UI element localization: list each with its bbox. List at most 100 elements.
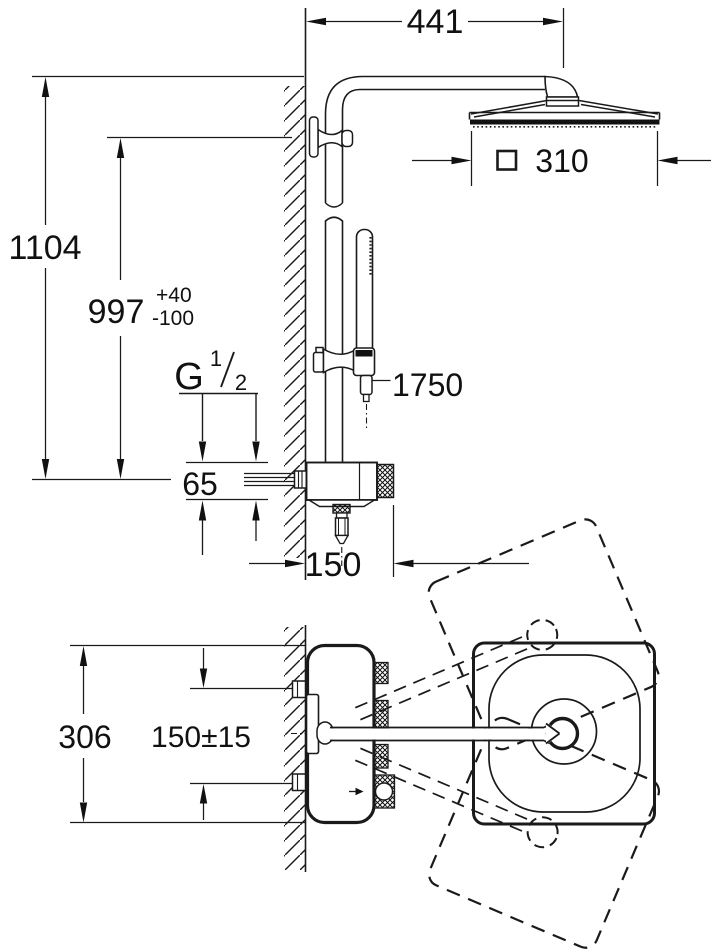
flow-marker-arrow — [355, 787, 364, 796]
dim-65-tails — [201, 520, 257, 555]
head-collar — [545, 96, 580, 107]
dim-310-arrow-left — [451, 156, 472, 165]
valve-body — [305, 461, 378, 501]
holder-cup-band — [355, 350, 373, 357]
wall-hatching-plan — [284, 627, 306, 870]
arm-swivel-down — [354, 747, 530, 833]
wall-section-side — [284, 8, 307, 580]
bracket-knob — [341, 129, 354, 148]
wall-section-plan — [284, 625, 307, 872]
inlet-union-top — [291, 680, 307, 699]
bracket-wall-flange — [308, 116, 319, 158]
dim-441 — [306, 8, 565, 68]
dim-997-arrow-top — [116, 138, 125, 158]
hose-nipple — [359, 374, 373, 396]
dim-1104 — [32, 75, 304, 481]
hose-connector-taper — [334, 534, 350, 545]
side-view — [32, 8, 711, 580]
inlet-union-bottom — [291, 773, 307, 792]
dim-310-ext-lines — [470, 131, 659, 186]
dim-150-15-lines — [190, 687, 292, 785]
thread-letter-label: G — [174, 356, 204, 398]
swivel-position-down — [354, 716, 661, 949]
thread-label-g-half — [179, 351, 260, 462]
dim-65 — [186, 461, 268, 555]
thread-arrow-right — [252, 441, 260, 462]
dim-150-label: 150 — [305, 546, 362, 584]
dim-150-15-arrow-top — [199, 668, 208, 688]
hose-connector-nut — [332, 503, 351, 514]
ball-joint-swivel-up — [526, 618, 559, 651]
thread-arrow-left — [198, 441, 207, 462]
dim-306 — [70, 644, 306, 824]
arm-lines-plan — [330, 723, 550, 745]
hose-connector-sleeve — [334, 517, 349, 537]
dim-441-arrow-right — [543, 17, 563, 26]
fork-jaws — [545, 722, 561, 745]
dim-150-15-label: 150±15 — [151, 721, 251, 754]
dim-997-arrow-bottom — [116, 459, 125, 479]
ball-joint-swivel-down — [526, 816, 559, 849]
dim-1750-label: 1750 — [392, 367, 463, 403]
dim-310-label: 310 — [535, 143, 588, 179]
wall-hatching-side — [284, 86, 306, 558]
knurled-knob-3 — [373, 743, 389, 769]
rail-wall-bracket — [308, 116, 354, 158]
dim-997 — [107, 136, 292, 479]
pipe-outer-line — [324, 75, 545, 203]
plan-view — [70, 518, 661, 949]
dim-150 — [249, 505, 529, 577]
dim-1104-label: 1104 — [8, 229, 81, 267]
dim-1104-arrow-bottom — [41, 459, 50, 479]
dim-310-arrow-right — [657, 156, 678, 165]
head-rim — [468, 111, 661, 120]
dim-441-arrow-left — [306, 17, 326, 26]
dim-306-arrow-bottom — [79, 802, 88, 823]
holder-wall-knob — [312, 351, 325, 373]
arm-fill — [330, 728, 546, 740]
dim-441-label: 441 — [407, 3, 464, 41]
dim-306-arrow-top — [79, 646, 88, 666]
valve-knurled-knob — [376, 463, 395, 499]
thread-numerator-label: 1 — [210, 346, 222, 371]
holder-clamp — [322, 347, 356, 374]
dim-1104-arrow-top — [41, 77, 50, 97]
bracket-clamp — [317, 128, 343, 149]
knurled-knob-1 — [373, 661, 389, 685]
head-top-surface — [470, 99, 659, 118]
dim-65-arrow-b — [252, 500, 260, 521]
pipe-inner-line — [341, 88, 545, 203]
thread-denominator-label: 2 — [235, 370, 247, 395]
hose-connector-sleeve-lines — [338, 518, 346, 536]
square-symbol — [496, 149, 518, 171]
dim-150-arrow-left — [285, 559, 305, 568]
knurled-knob-2 — [373, 699, 389, 729]
hand-shower-holder — [312, 346, 376, 428]
valve-bottom-chamfer — [306, 499, 377, 508]
control-button-plan — [374, 782, 394, 801]
dim-65-arrow-a — [198, 500, 207, 521]
dim-997-tol-minus: -100 — [152, 307, 194, 330]
dim-65-lines — [186, 461, 268, 501]
head-outline-swivel-up — [427, 518, 660, 751]
swivel-position-up — [354, 518, 660, 751]
dim-150-15-arrow-bottom — [199, 784, 208, 804]
rail-lower-segment — [324, 216, 344, 463]
thermostat-valve-side — [244, 461, 395, 566]
dim-150-15 — [190, 648, 292, 820]
supply-union — [293, 470, 308, 489]
fork-fill — [546, 722, 561, 745]
dim-150-arrow-right — [393, 559, 414, 568]
dim-306-label: 306 — [58, 719, 111, 755]
supply-stub — [244, 472, 295, 487]
dim-310 — [412, 131, 711, 186]
hose-nipple-tip — [362, 393, 370, 403]
arm-elbow — [544, 75, 579, 98]
arm-escutcheon — [305, 693, 320, 755]
arm-swivel-up — [354, 635, 530, 721]
supply-union-lines — [297, 471, 303, 488]
thread-fraction-slash — [220, 351, 235, 388]
dim-997-tol-plus: +40 — [156, 284, 192, 307]
